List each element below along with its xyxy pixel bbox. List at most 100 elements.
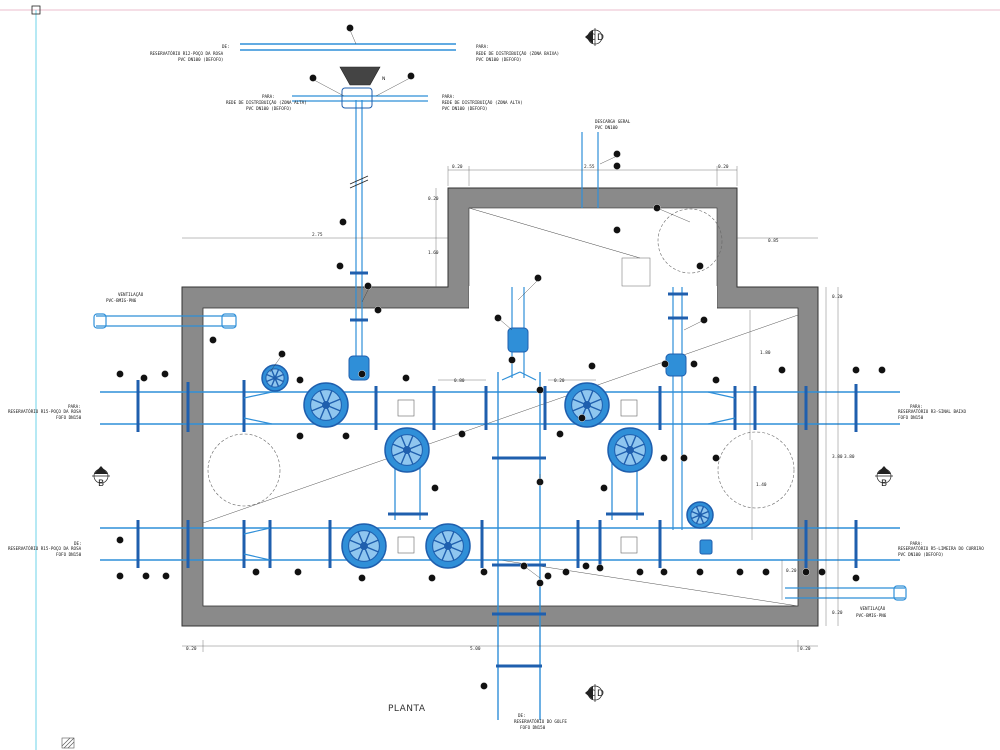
section-d-label-bottom: D (597, 689, 604, 699)
north-label: N (382, 76, 385, 82)
dim-right-top: 0.20 (832, 294, 843, 300)
section-marker-c-top: C D (585, 28, 604, 46)
left-lower-de: DE: (74, 541, 82, 546)
callout-marker (852, 574, 860, 582)
mid-right-para: PARA: (442, 94, 455, 99)
top-inlet-de: DE: (222, 44, 230, 49)
callout-marker (696, 568, 704, 576)
section-marker-c-bottom: C D (585, 684, 604, 702)
left-upper-text: RESERVATÓRIO R15-POÇO DA ROSA (8, 409, 82, 414)
section-c-label-bottom: C (589, 689, 595, 699)
dim-bottom-right: 0.20 (800, 646, 811, 652)
callout-marker (116, 536, 124, 544)
callout-marker (712, 454, 720, 462)
handwheel-valve (341, 523, 387, 569)
callout-marker (458, 430, 466, 438)
section-a-label-left: A (97, 467, 104, 477)
right-upper-para: PARA: (910, 404, 923, 409)
callout-marker (140, 374, 148, 382)
handwheel-valve (607, 427, 653, 473)
dim-right-mid: 1.80 (760, 350, 771, 356)
top-outlet-para: PARA: (476, 44, 489, 49)
left-upper-pipe: FOFO DN150 (56, 415, 82, 420)
callout-marker (402, 374, 410, 382)
callout-marker (346, 24, 354, 32)
callout-marker (818, 568, 826, 576)
left-lower-pipe: FOFO DN150 (56, 552, 82, 557)
vent-right-title: VENTILAÇÃO (860, 606, 886, 611)
callout-marker (252, 568, 260, 576)
section-a-label-right: A (880, 467, 887, 477)
callout-marker (480, 568, 488, 576)
callout-marker (342, 432, 350, 440)
callout-marker (636, 568, 644, 576)
callout-marker (161, 370, 169, 378)
section-d-label-top: D (597, 33, 604, 43)
callout-marker (544, 572, 552, 580)
callout-marker (588, 362, 596, 370)
callout-marker (582, 562, 590, 570)
handwheel-valve (384, 427, 430, 473)
callout-marker (508, 356, 516, 364)
dim-right-span: 0.85 (768, 238, 779, 244)
callout-marker (116, 572, 124, 580)
pipe-flanges (136, 271, 858, 668)
right-lower-para: PARA: (910, 541, 923, 546)
callout-marker (578, 414, 586, 422)
vent-left-title: VENTILAÇÃO (118, 292, 144, 297)
vent-right-pipe: PVC-BMIG-PN6 (856, 613, 887, 618)
dim-top-right: 0.20 (718, 164, 729, 170)
callout-marker (696, 262, 704, 270)
callout-marker (878, 366, 886, 374)
callout-marker (690, 360, 698, 368)
drain-pipe: PVC DN100 (595, 125, 618, 130)
callout-marker (596, 564, 604, 572)
handwheel-valve (425, 523, 471, 569)
callout-marker (162, 572, 170, 580)
callout-marker (336, 262, 344, 270)
mid-left-pipe: PVC DN100 (DEFOFO) (246, 106, 291, 111)
bottom-de: DE: (518, 713, 526, 718)
dim-right-mid2: 1.40 (756, 482, 767, 488)
callout-marker (852, 366, 860, 374)
bottom-pipe: FOFO DN150 (520, 725, 546, 730)
dim-inner-w2: 0.20 (554, 378, 565, 384)
dim-bottom-left: 0.20 (186, 646, 197, 652)
callout-marker (358, 574, 366, 582)
callout-marker (660, 568, 668, 576)
mid-left-text: REDE DE DISTRIBUIÇÃO (ZONA ALTA) (226, 100, 307, 105)
callout-marker (802, 568, 810, 576)
left-lower-text: RESERVATÓRIO R15-POÇO DA ROSA (8, 546, 82, 551)
bottom-text: RESERVATÓRIO DO GOLFE (514, 719, 567, 724)
inlet-funnel: N (339, 66, 385, 86)
mid-right-pipe: PVC DN100 (DEFOFO) (442, 106, 487, 111)
dimension-lines (182, 166, 839, 652)
callout-marker (309, 74, 317, 82)
callout-marker (712, 376, 720, 384)
pipe-break-symbol (349, 175, 369, 189)
callout-marker (562, 568, 570, 576)
callout-marker (407, 72, 415, 80)
callout-marker (374, 306, 382, 314)
callout-marker (613, 226, 621, 234)
dim-right-total: 3.80 (832, 454, 843, 460)
callout-marker (358, 370, 366, 378)
callout-marker (278, 350, 286, 358)
callout-marker (661, 360, 669, 368)
right-upper-pipe: FOFO DN150 (898, 415, 924, 420)
dim-bottom-total: 5.00 (470, 646, 481, 652)
handwheel-valve (261, 364, 289, 392)
right-lower-pipe: PVC DN100 (DEFOFO) (898, 552, 943, 557)
section-b-label-left: B (98, 479, 104, 489)
dim-left-wall: 0.20 (428, 196, 439, 202)
callout-marker (116, 370, 124, 378)
callout-marker (536, 386, 544, 394)
handwheel-valve (564, 382, 610, 428)
callout-marker (431, 484, 439, 492)
callout-marker (613, 162, 621, 170)
top-outlet-text: REDE DE DISTRIBUIÇÃO (ZONA BAIXA) (476, 51, 559, 56)
section-c-label-top: C (589, 33, 595, 43)
dim-top-mid: 2.55 (584, 164, 595, 170)
fittings (93, 313, 907, 601)
